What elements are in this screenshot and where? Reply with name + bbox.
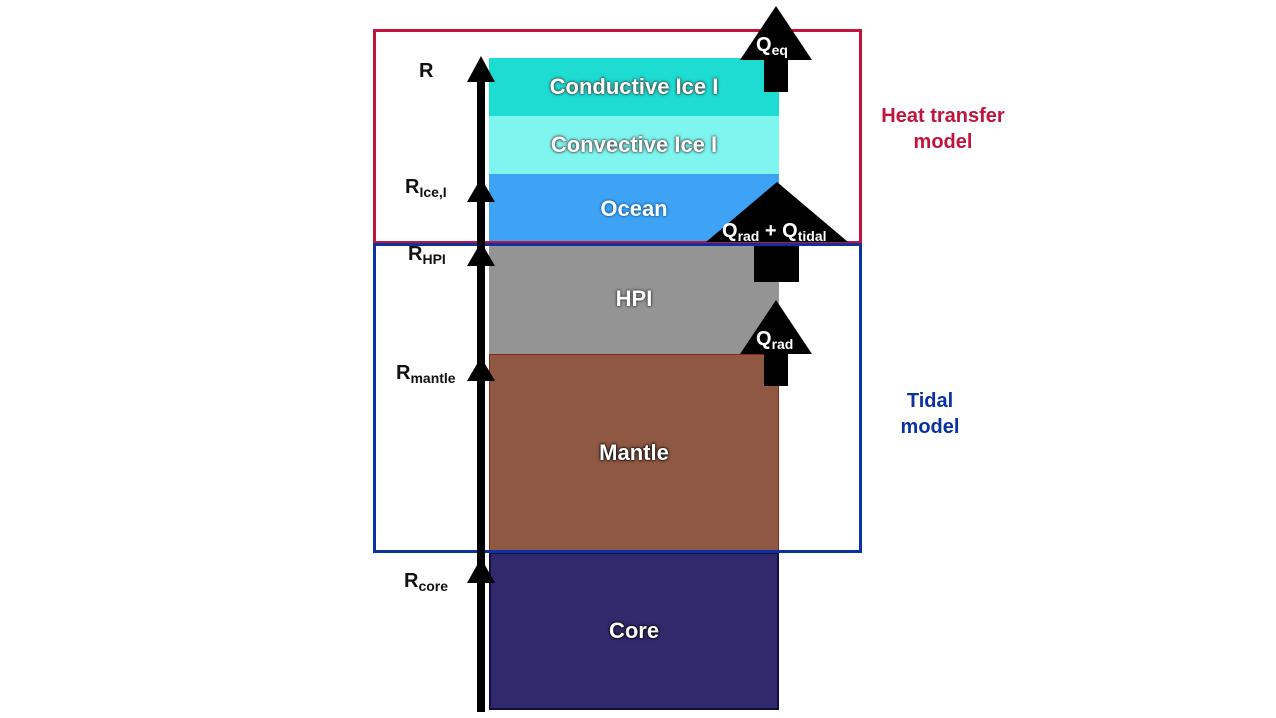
q-rad-label: Qrad	[756, 328, 794, 352]
layer-mantle: Mantle	[489, 354, 779, 552]
radius-label-r: R	[419, 60, 434, 82]
q-rad-arrowhead	[740, 300, 812, 354]
layer-ocean-label: Ocean	[600, 196, 668, 221]
radius-label-ice: RIce,I	[405, 176, 447, 200]
heat-transfer-model-label: Heat transfer model	[866, 103, 1020, 155]
layer-convective-ice-label: Convective Ice I	[550, 132, 718, 157]
heat-transfer-model-line2: model	[913, 131, 973, 153]
radius-label-hpi: RHPI	[408, 243, 446, 267]
tidal-model-box	[373, 243, 862, 553]
tidal-model-label: Tidal model	[878, 388, 982, 440]
radius-axis-arrowhead-hpi	[467, 242, 495, 266]
layer-core-label: Core	[608, 618, 660, 643]
q-eq-label: Qeq	[756, 34, 788, 58]
layer-core: Core	[489, 552, 779, 710]
layer-convective-ice: Convective Ice I	[489, 116, 779, 174]
radius-axis-arrowhead-core	[467, 558, 495, 583]
radius-label-core: Rcore	[404, 570, 449, 594]
radius-label-mantle: Rmantle	[396, 362, 456, 386]
q-eq-arrow-shaft	[764, 58, 788, 92]
layer-conductive-ice: Conductive Ice I	[489, 58, 779, 116]
layer-conductive-ice-label: Conductive Ice I	[549, 74, 719, 99]
tidal-model-line2: model	[900, 416, 960, 438]
q-rad-arrow-shaft	[764, 352, 788, 386]
radius-axis-arrowhead-mantle	[467, 357, 495, 381]
layer-hpi: HPI	[489, 244, 779, 354]
q-eq-arrowhead	[740, 6, 812, 60]
radius-axis-line	[477, 74, 485, 712]
radius-axis-arrowhead-r	[467, 56, 495, 82]
q-rad-tidal-label: Qrad + Qtidal	[722, 220, 827, 244]
q-rad-tidal-arrowhead	[706, 182, 848, 242]
radius-axis-arrowhead-ice	[467, 178, 495, 202]
heat-transfer-model-box	[373, 29, 862, 244]
layer-hpi-label: HPI	[615, 286, 653, 311]
tidal-model-line1: Tidal	[906, 390, 954, 412]
layer-mantle-label: Mantle	[599, 440, 669, 465]
heat-transfer-model-line1: Heat transfer	[881, 105, 1005, 127]
q-rad-tidal-arrow-shaft	[754, 246, 799, 282]
